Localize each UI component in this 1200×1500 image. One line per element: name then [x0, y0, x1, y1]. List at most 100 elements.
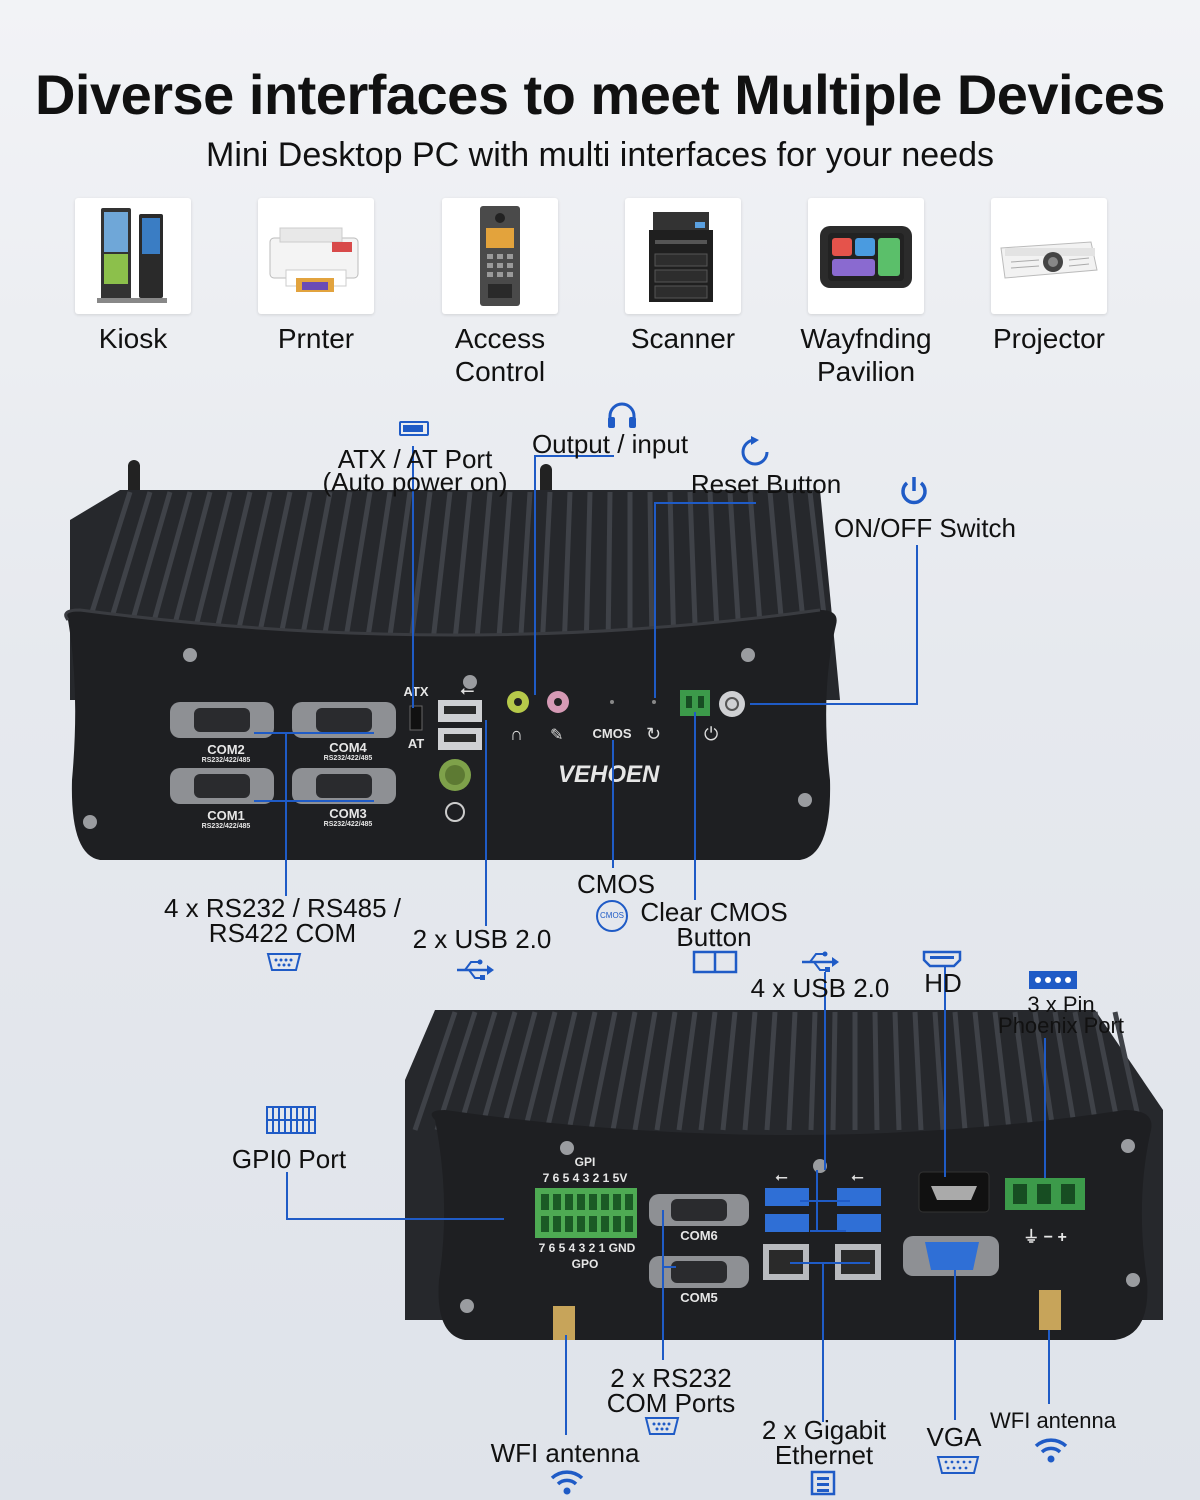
svg-text:⏻: ⏻ — [704, 724, 718, 744]
callout-line — [534, 455, 614, 457]
device-label: Projector — [992, 323, 1106, 354]
rear-panel-device: GPI 7 6 5 4 3 2 1 5V 7 6 5 4 3 2 1 GND G… — [405, 1010, 1163, 1340]
callout-line — [800, 1200, 850, 1202]
audio-annotation: Output / input — [531, 429, 689, 459]
cmos-icon: CMOS — [596, 900, 628, 932]
reset-icon — [741, 436, 769, 466]
callout-line — [916, 545, 918, 705]
device-kiosk: Kiosk — [58, 198, 208, 355]
wifi-icon — [550, 1470, 584, 1495]
page-subtitle: Mini Desktop PC with multi interfaces fo… — [206, 136, 994, 174]
button-icon — [692, 950, 738, 974]
power-annotation: ON/OFF Switch — [833, 513, 1016, 543]
svg-text:✎: ✎ — [550, 727, 563, 744]
com-sub-label: RS232/422/485 — [202, 823, 251, 830]
gpo-pins-label: 7 6 5 4 3 2 1 GND — [539, 1241, 636, 1255]
phoenix-pins-label: ⏚ − + — [1023, 1228, 1067, 1246]
projector-icon — [1000, 241, 1098, 279]
gpio-port-icon — [266, 1106, 316, 1134]
phoenix-port-icon — [1029, 971, 1077, 989]
printer-icon — [269, 227, 359, 292]
com1-label: COM1 — [207, 808, 245, 823]
hdmi-icon — [922, 950, 962, 968]
callout-line — [662, 1266, 676, 1268]
rear-usb-annotation: 4 x USB 2.0 — [750, 973, 890, 1003]
wayfinding-icon — [820, 226, 912, 288]
callout-line — [944, 965, 946, 1177]
svg-text:⭠: ⭠ — [775, 1169, 788, 1186]
svg-text:∩: ∩ — [510, 724, 523, 744]
callout-line — [810, 1230, 846, 1232]
com-sub-label: RS232/422/485 — [202, 757, 251, 764]
rear-com-annotation: 2 x RS232 COM Ports — [606, 1363, 736, 1418]
callout-line — [822, 1262, 824, 1422]
serial-port-icon — [266, 953, 302, 971]
device-access-control: Access Control — [425, 198, 575, 388]
headphones-icon — [608, 402, 636, 428]
atx-label: ATX — [403, 684, 428, 699]
vga-annotation: VGA — [926, 1422, 982, 1452]
com2-label: COM2 — [207, 742, 245, 757]
device-label: Access Control — [454, 323, 546, 387]
at-label: AT — [408, 736, 424, 751]
callout-line — [254, 732, 374, 734]
device-label: Prnter — [277, 323, 355, 354]
com-sub-label: RS232/422/485 — [324, 821, 373, 828]
callout-line — [565, 1335, 567, 1435]
serial-port-icon — [644, 1417, 680, 1435]
gpio-annotation: GPI0 Port — [231, 1144, 347, 1174]
callout-line — [412, 446, 414, 708]
callout-line — [1048, 1330, 1050, 1404]
usb-icon — [457, 959, 494, 980]
battery-icon — [399, 421, 429, 436]
device-label: Scanner — [630, 323, 736, 354]
com-annotation: 4 x RS232 / RS485 / RS422 COM — [163, 893, 402, 948]
callout-line — [816, 1170, 818, 1230]
com5-label: COM5 — [680, 1290, 718, 1305]
callout-line — [824, 972, 826, 1170]
callout-line — [285, 732, 287, 896]
wifi-icon — [1034, 1438, 1068, 1463]
callout-line — [286, 1172, 288, 1220]
ethernet-annotation: 2 x Gigabit Ethernet — [761, 1415, 887, 1470]
brand-logo: VEHOEN — [558, 761, 660, 788]
callout-line — [654, 502, 756, 504]
wifi-right-annotation: WFI antenna — [990, 1408, 1116, 1433]
com4-label: COM4 — [329, 740, 367, 755]
front-panel-device: COM2 RS232/422/485 COM4 RS232/422/485 CO… — [64, 460, 840, 860]
kiosk-icon — [97, 208, 167, 303]
vga-icon — [936, 1456, 980, 1474]
clear-cmos-annotation: Clear CMOS Button — [640, 897, 788, 952]
device-wayfinding: Wayfnding Pavilion — [791, 198, 941, 388]
callout-line — [612, 740, 614, 868]
scanner-icon — [649, 212, 713, 302]
gpo-label: GPO — [572, 1257, 599, 1271]
callout-line — [790, 1262, 870, 1264]
reset-annotation: Reset Button — [690, 469, 842, 499]
callout-line — [534, 455, 536, 695]
gpi-label: GPI — [575, 1155, 596, 1169]
callout-line — [1044, 1038, 1046, 1178]
usb-annotation: 2 x USB 2.0 — [412, 924, 552, 954]
svg-text:⭠: ⭠ — [851, 1169, 864, 1186]
com6-label: COM6 — [680, 1228, 718, 1243]
device-printer: Prnter — [241, 198, 391, 355]
callout-line — [750, 703, 918, 705]
usb-icon — [802, 951, 839, 972]
device-scanner: Scanner — [608, 198, 758, 355]
callout-line — [254, 800, 374, 802]
device-label: Wayfnding Pavilion — [800, 323, 932, 387]
atx-port-annotation: ATX / AT Port (Auto power on) — [322, 444, 508, 497]
power-icon — [901, 477, 927, 505]
callout-line — [662, 1210, 664, 1360]
wifi-left-annotation: WFI antenna — [490, 1438, 640, 1468]
gpi-pins-label: 7 6 5 4 3 2 1 5V — [543, 1171, 628, 1185]
phoenix-annotation: 3 x Pin Phoenix Port — [998, 992, 1124, 1038]
callout-line — [485, 720, 487, 926]
access-control-icon — [480, 206, 520, 306]
page-title: Diverse interfaces to meet Multiple Devi… — [34, 63, 1166, 126]
svg-text:↻: ↻ — [646, 724, 661, 744]
device-label: Kiosk — [98, 323, 168, 354]
hd-annotation: HD — [924, 968, 962, 998]
callout-line — [954, 1270, 956, 1420]
